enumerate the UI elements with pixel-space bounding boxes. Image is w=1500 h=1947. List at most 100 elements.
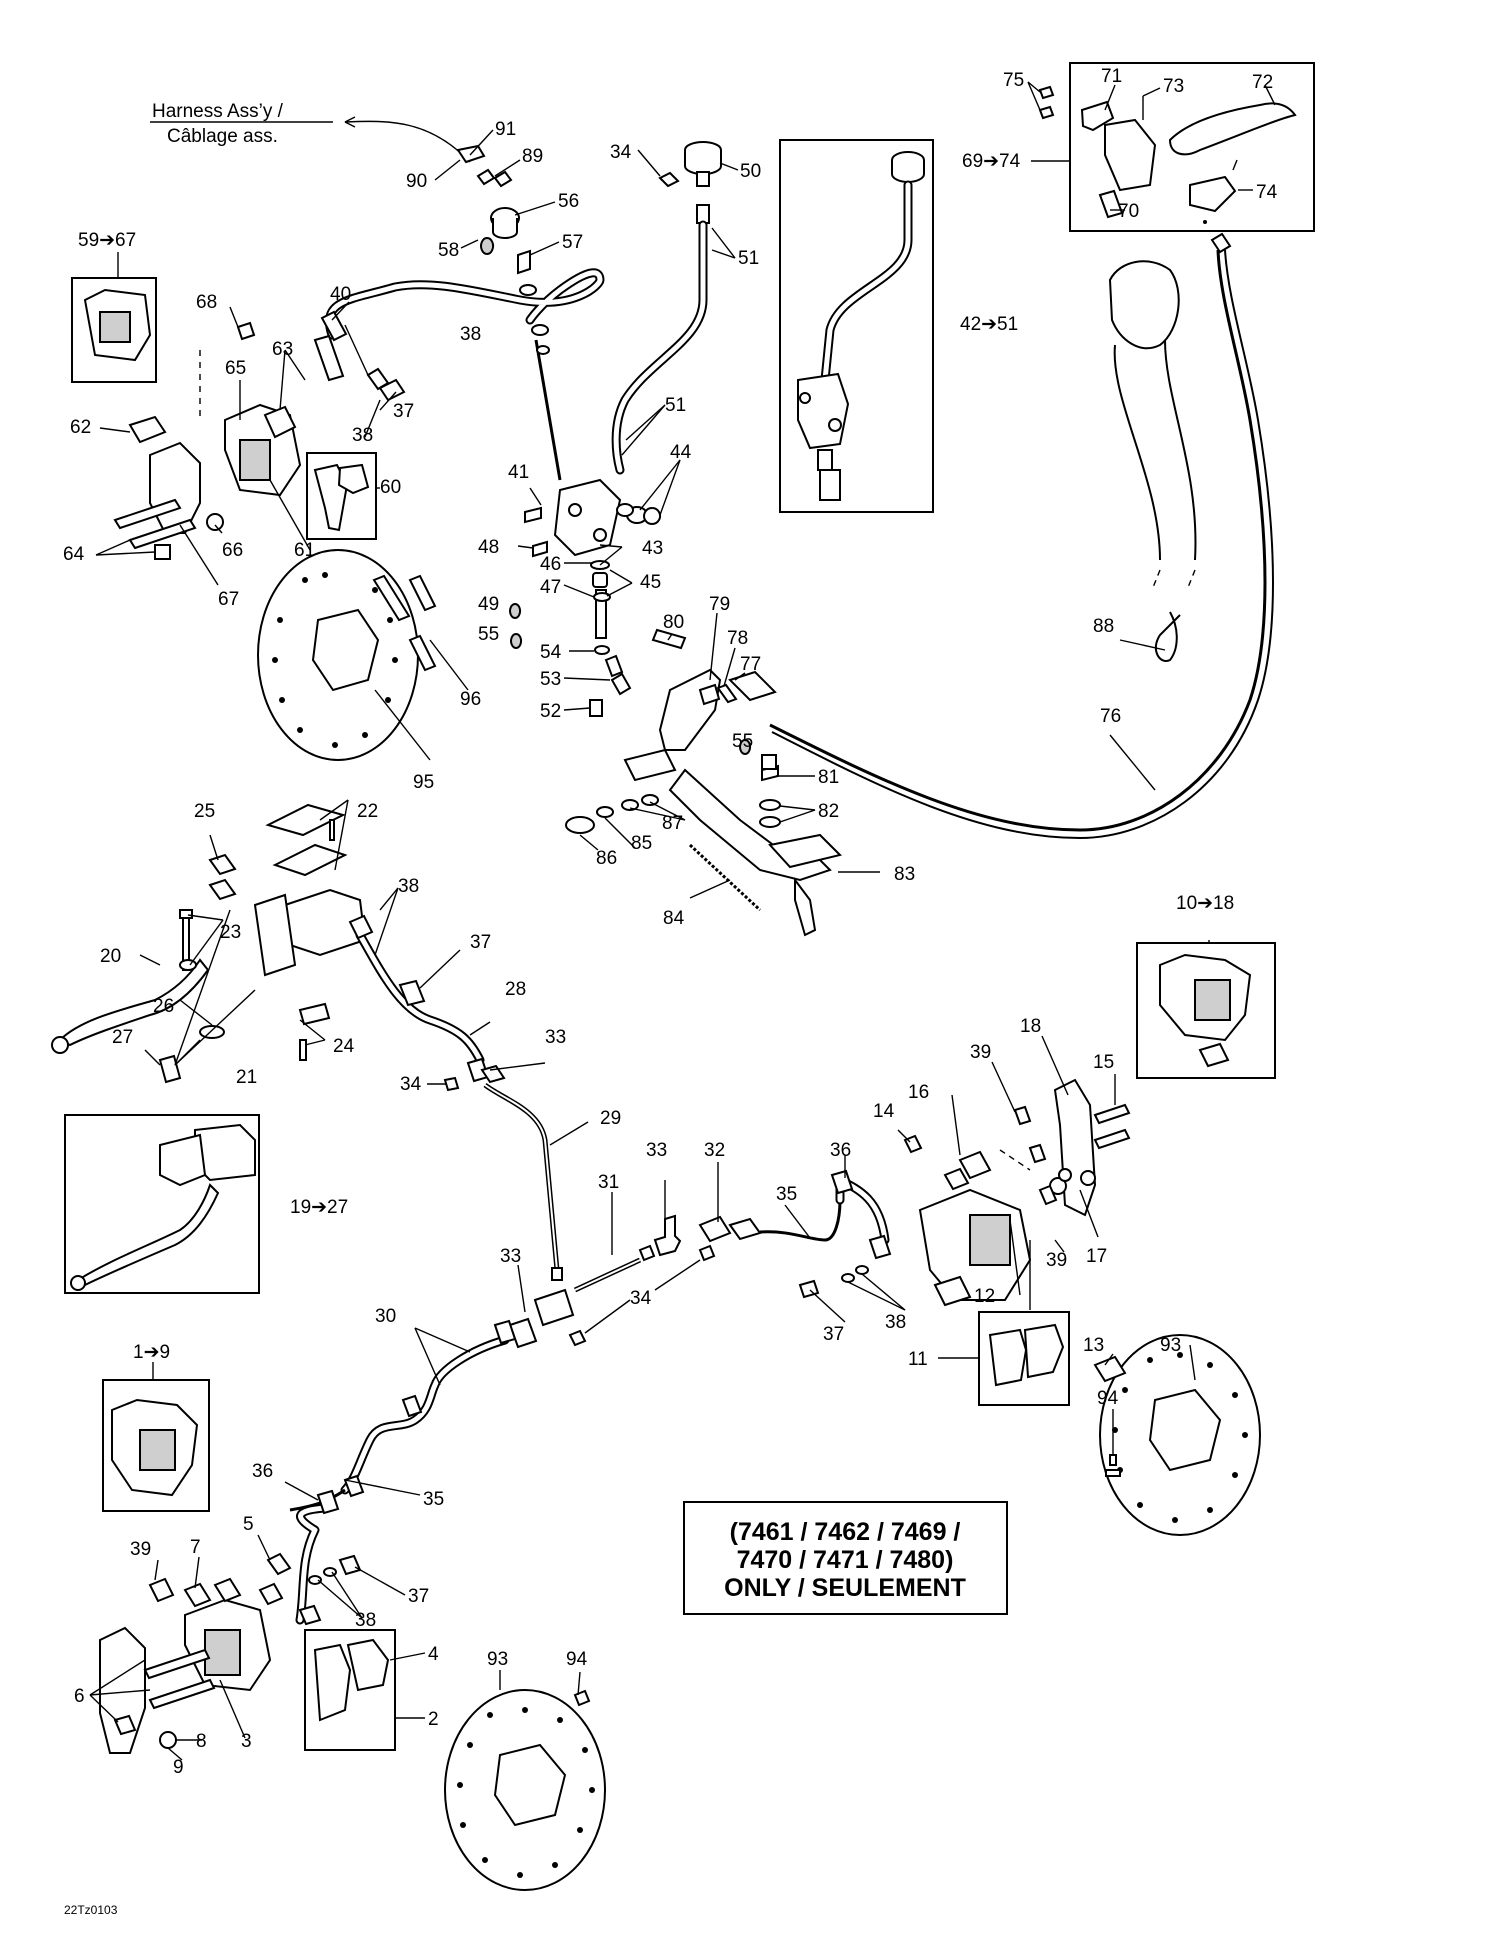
callout-70: 70: [1118, 201, 1139, 222]
callout-7: 7: [190, 1537, 201, 1558]
callout-35-lower: 35: [423, 1489, 444, 1510]
callout-21: 21: [236, 1067, 257, 1088]
leader-lines: [89, 81, 1276, 1761]
callout-43: 43: [642, 538, 663, 559]
callout-60: 60: [380, 477, 401, 498]
proportioning-valve: [524, 478, 661, 558]
callout-4: 4: [428, 1644, 439, 1665]
callout-8: 8: [196, 1731, 207, 1752]
callout-14: 14: [873, 1101, 895, 1122]
callout-6: 6: [74, 1686, 85, 1707]
callout-2: 2: [428, 1709, 439, 1730]
callout-91: 91: [495, 119, 516, 140]
callout-50: 50: [740, 161, 761, 182]
callout-94-right: 94: [1097, 1388, 1119, 1409]
callout-35-right: 35: [776, 1184, 797, 1205]
callout-33-junction: 33: [500, 1246, 521, 1267]
callout-31: 31: [598, 1172, 619, 1193]
model-note-line2: 7470 / 7471 / 7480): [737, 1546, 954, 1574]
harness-label-line1: Harness Ass’y /: [152, 101, 284, 122]
inset-master-cylinder: [797, 151, 925, 501]
inset-caliper-59-67: [83, 288, 152, 362]
callout-93-right: 93: [1160, 1335, 1181, 1356]
callout-45: 45: [640, 572, 661, 593]
callout-24: 24: [333, 1036, 355, 1057]
model-note-line3: ONLY / SEULEMENT: [724, 1574, 966, 1602]
callout-67: 67: [218, 589, 239, 610]
callout-16: 16: [908, 1082, 929, 1103]
callout-46: 46: [540, 554, 561, 575]
callout-12: 12: [974, 1286, 995, 1307]
callout-28: 28: [505, 979, 526, 1000]
callout-62: 62: [70, 417, 91, 438]
callout-87: 87: [662, 813, 683, 834]
inset-caliper-1-9: [111, 1398, 199, 1497]
callout-96: 96: [460, 689, 481, 710]
callout-34-mid: 34: [400, 1074, 422, 1095]
callout-34-junction: 34: [630, 1288, 652, 1309]
callout-11: 11: [908, 1349, 928, 1370]
callout-55-top: 55: [478, 624, 499, 645]
callout-47: 47: [540, 577, 561, 598]
callout-labels: 91 90 89 56 58 57 34 50 51 51 75 71 73 7…: [63, 66, 1278, 1778]
callout-73: 73: [1163, 76, 1184, 97]
callout-39-lower: 39: [130, 1539, 151, 1560]
callout-77: 77: [740, 654, 761, 675]
callout-69-74: 69➔74: [962, 151, 1021, 172]
callout-81: 81: [818, 767, 839, 788]
callout-10-18: 10➔18: [1176, 893, 1234, 914]
callout-65: 65: [225, 358, 246, 379]
callout-93-lower: 93: [487, 1649, 508, 1670]
callout-33-bracket: 33: [646, 1140, 667, 1161]
callout-36-lower: 36: [252, 1461, 273, 1482]
callout-57: 57: [562, 232, 583, 253]
callout-25: 25: [194, 801, 215, 822]
brake-light-switch-group: [456, 144, 531, 275]
callout-84: 84: [663, 908, 685, 929]
callout-17: 17: [1086, 1246, 1107, 1267]
caliper-1-9: [99, 1577, 392, 1754]
callout-38-lower: 38: [355, 1610, 376, 1631]
callout-20: 20: [100, 946, 121, 967]
callout-64: 64: [63, 544, 85, 565]
callout-54: 54: [540, 642, 562, 663]
callout-40: 40: [330, 284, 351, 305]
brake-disc-93-lower: [444, 1689, 606, 1891]
brake-disc-95: [257, 549, 437, 761]
model-note-line1: (7461 / 7462 / 7469 /: [730, 1518, 961, 1546]
callout-44: 44: [670, 442, 692, 463]
callout-94-lower: 94: [566, 1649, 588, 1670]
callout-26: 26: [153, 996, 174, 1017]
callout-5: 5: [243, 1514, 254, 1535]
harness-label-line2: Câblage ass.: [167, 126, 278, 147]
callout-79: 79: [709, 594, 730, 615]
callout-72: 72: [1252, 72, 1273, 93]
callout-51-mid: 51: [665, 395, 686, 416]
callout-23: 23: [220, 922, 241, 943]
callout-53: 53: [540, 669, 561, 690]
inset-caliper-10-18: [1159, 953, 1252, 1068]
callout-22: 22: [357, 801, 378, 822]
callout-75: 75: [1003, 70, 1024, 91]
callout-30: 30: [375, 1306, 396, 1327]
callout-37-lower: 37: [408, 1586, 429, 1607]
callout-49: 49: [478, 594, 499, 615]
inset-hand-brake: [1080, 96, 1297, 224]
callout-63: 63: [272, 339, 293, 360]
caliper-59-67: [113, 321, 302, 560]
callout-61: 61: [294, 540, 315, 561]
callout-27: 27: [112, 1027, 133, 1048]
callout-48: 48: [478, 537, 499, 558]
foot-brake-pedal: [565, 628, 842, 937]
callout-32: 32: [704, 1140, 725, 1161]
callout-52: 52: [540, 701, 561, 722]
callout-33-top: 33: [545, 1027, 566, 1048]
callout-78: 78: [727, 628, 748, 649]
callout-41: 41: [508, 462, 529, 483]
callout-37-right: 37: [823, 1324, 844, 1345]
callout-55-pedal: 55: [732, 731, 753, 752]
callout-38-right: 38: [885, 1312, 906, 1333]
callout-39-right: 39: [970, 1042, 991, 1063]
callout-82: 82: [818, 801, 839, 822]
push-rod-parts: [509, 560, 632, 717]
